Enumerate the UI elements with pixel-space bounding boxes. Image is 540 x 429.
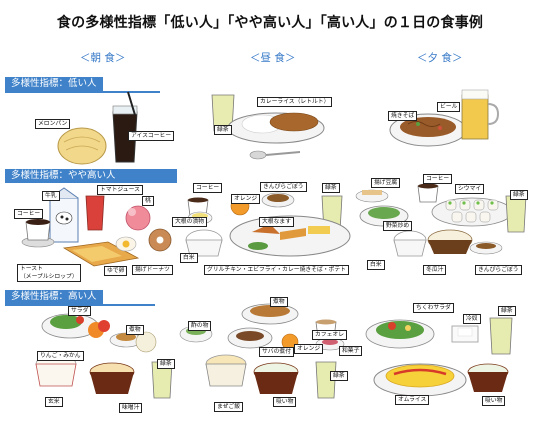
iced-coffee-illustration — [112, 91, 138, 163]
yakisoba-illustration — [389, 113, 467, 147]
food-label: 焼きそば — [388, 111, 418, 121]
food-label: トースト （メープルシロップ） — [17, 264, 81, 282]
food-label: 吸い物 — [482, 396, 506, 406]
food-label: コーヒー — [193, 183, 223, 193]
section-label-mid: 多様性指標：やや高い人 — [5, 169, 177, 183]
peach-illustration — [125, 205, 151, 231]
food-label: 大根の漬物 — [172, 217, 207, 227]
food-label: トマトジュース — [97, 185, 143, 195]
high-breakfast-items — [35, 313, 173, 399]
meal-header-breakfast: ＜朝 食＞ — [80, 52, 126, 64]
food-label: 牛乳 — [42, 191, 60, 201]
food-label: 白米 — [180, 253, 198, 263]
food-label: 野菜炒め — [383, 221, 413, 231]
tomato-juice-illustration — [85, 195, 105, 231]
food-label: メロンパン — [35, 119, 71, 129]
food-label: 酢の物 — [188, 321, 212, 331]
food-label: コーヒー — [423, 174, 453, 184]
high-dinner-items — [365, 317, 513, 397]
food-label: 大根なます — [259, 217, 294, 227]
food-label: ゆで卵 — [104, 266, 128, 276]
section-label-low: 多様性指標：低い人 — [5, 77, 103, 91]
food-label: アイスコーヒー — [128, 131, 175, 141]
food-label: サバの煮付 — [259, 347, 294, 357]
mid-dinner-items — [355, 183, 527, 257]
page-title: 食の多様性指標「低い人」「やや高い人」「高い人」の１日の食事例 — [56, 15, 484, 31]
food-label: 煮物 — [126, 325, 144, 335]
coffee-cup-illustration — [21, 219, 55, 248]
food-label: シウマイ — [455, 184, 485, 194]
food-label: 揚げ豆腐 — [371, 178, 401, 188]
section-underline-low — [5, 91, 160, 93]
food-label: 緑茶 — [214, 125, 232, 135]
food-label: カフェオレ — [312, 330, 347, 340]
melon-bread-illustration — [57, 127, 107, 165]
food-label: カレーライス（レトルト） — [257, 97, 333, 107]
food-label: 白米 — [367, 260, 385, 270]
food-label: 緑茶 — [498, 306, 516, 316]
food-label: オムライス — [395, 395, 430, 405]
high-lunch-items — [179, 303, 345, 399]
food-label: りんご・みかん — [37, 351, 84, 361]
food-label: 揚げドーナツ — [132, 265, 173, 275]
food-label: 冷奴 — [463, 314, 481, 324]
food-label: グリルチキン・エビフライ・カレー焼きそば・ポテト — [204, 265, 349, 275]
food-label: きんぴらごぼう — [475, 265, 522, 275]
food-label: きんぴらごぼう — [260, 182, 307, 192]
food-label: オレンジ — [231, 194, 261, 204]
food-label: コーヒー — [14, 209, 44, 219]
milk-carton-illustration — [49, 187, 79, 243]
food-label: 緑茶 — [157, 359, 175, 369]
donut-illustration — [148, 228, 172, 252]
boiled-egg-illustration — [115, 236, 137, 252]
food-label: 煮物 — [270, 297, 288, 307]
food-label: 緑茶 — [322, 183, 340, 193]
food-label: 桃 — [142, 196, 154, 206]
beer-illustration — [461, 89, 500, 140]
spoon-illustration — [249, 150, 301, 160]
food-label: サラダ — [68, 306, 92, 316]
section-underline-high — [5, 304, 155, 306]
curry-rice-illustration — [227, 112, 325, 144]
food-label: まぜご飯 — [214, 402, 244, 412]
toast-illustration — [62, 241, 140, 267]
meal-header-dinner: ＜夕 食＞ — [417, 52, 463, 64]
meal-header-lunch: ＜昼 食＞ — [250, 52, 296, 64]
food-label: 和菓子 — [339, 346, 363, 356]
food-label: ビール — [437, 102, 461, 112]
section-label-high: 多様性指標：高い人 — [5, 290, 103, 304]
food-label: オレンジ — [294, 344, 324, 354]
food-label: 緑茶 — [330, 371, 348, 381]
food-label: 吸い物 — [273, 397, 297, 407]
food-label: ちくわサラダ — [413, 303, 454, 313]
food-label: 玄米 — [45, 397, 63, 407]
food-label: 味噌汁 — [119, 403, 143, 413]
food-label: 緑茶 — [510, 190, 528, 200]
food-label: 冬瓜汁 — [423, 265, 447, 275]
